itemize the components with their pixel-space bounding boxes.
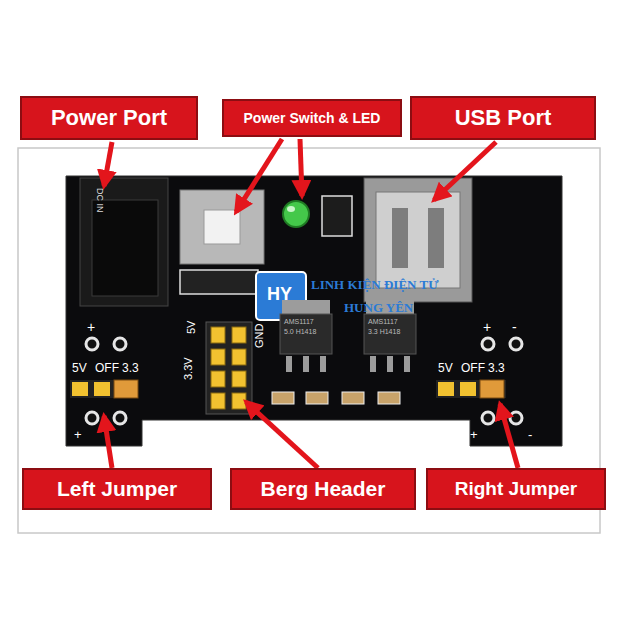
jumper-small	[322, 196, 352, 236]
callout-box: Berg Header	[230, 468, 416, 510]
dc-jack-face	[92, 200, 158, 296]
board-label: DC IN	[95, 188, 104, 213]
callout-box: USB Port	[410, 96, 596, 140]
board-label: +	[483, 320, 491, 334]
board-label: 3.3V	[183, 357, 194, 380]
callout-text: Left Jumper	[57, 477, 177, 501]
callout-box: Power Port	[20, 96, 198, 140]
board-label: 3.3 H1418	[368, 328, 400, 335]
leader-arrows	[104, 139, 518, 468]
callout-text: USB Port	[455, 105, 552, 131]
pcb	[66, 176, 562, 446]
board-label: +	[470, 428, 478, 441]
callout-text: Berg Header	[261, 477, 386, 501]
callout-text: Power Port	[51, 105, 167, 131]
board-label: 5V	[438, 362, 453, 374]
usb-contact	[428, 208, 444, 268]
led-shine	[287, 206, 295, 212]
board-label: 3.3	[488, 362, 505, 374]
board-label: -	[528, 428, 532, 441]
board-label: HY	[267, 285, 292, 303]
header-pins	[211, 327, 246, 409]
callout-text: Power Switch & LED	[244, 110, 381, 126]
led	[283, 201, 309, 227]
switch-body	[180, 190, 264, 264]
callout-box: Power Switch & LED	[222, 99, 402, 137]
board-label: LINH KIỆN ĐIỆN TỬ	[311, 278, 439, 291]
board-label: 3.3	[122, 362, 139, 374]
board-label: 5V	[72, 362, 87, 374]
board-label: +	[74, 428, 82, 441]
right-jumper	[436, 380, 506, 398]
board-label: AMS1117	[368, 318, 398, 325]
switch-button	[204, 210, 240, 244]
usb-inner	[376, 192, 460, 288]
usb-contact	[392, 208, 408, 268]
diode	[180, 270, 258, 294]
board-label: OFF	[461, 362, 485, 374]
board-label: AMS1117	[284, 318, 314, 325]
board-label: -	[512, 320, 517, 334]
dc-jack	[80, 178, 168, 306]
board-label: HUNG YÊN	[344, 301, 413, 314]
header-base	[206, 322, 252, 414]
regulator-body	[364, 314, 416, 354]
left-jumper	[70, 380, 138, 398]
callout-box: Right Jumper	[426, 468, 606, 510]
board-label: 5V	[186, 321, 197, 334]
board-label: OFF	[95, 362, 119, 374]
board-label: 5.0 H1418	[284, 328, 316, 335]
pin-holes	[86, 338, 522, 424]
callout-box: Left Jumper	[22, 468, 212, 510]
board-label: +	[87, 320, 95, 334]
callout-text: Right Jumper	[455, 478, 577, 500]
regulator-pins	[286, 356, 410, 372]
smd-caps	[272, 392, 400, 404]
board-label: GND	[254, 324, 265, 348]
regulator-body	[280, 314, 332, 354]
